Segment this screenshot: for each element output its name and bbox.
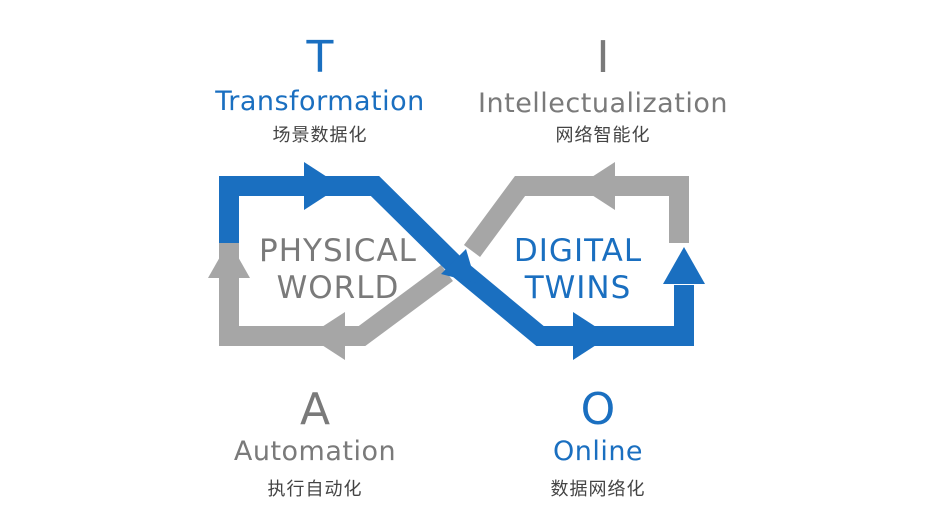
word-online: Online [552,436,644,467]
physical-world-line2: WORLD [276,270,400,306]
gray-loop-left [219,243,453,346]
quadrant-intellectualization: I Intellectualization 网络智能化 [468,33,738,149]
cn-transformation: 场景数据化 [272,125,368,146]
letter-t: T [306,32,334,83]
letter-i: I [596,32,610,83]
gray-arrow-left-top-icon [578,162,615,210]
digital-twins-line1: DIGITAL [513,233,643,269]
digital-twins-label: DIGITAL TWINS [478,233,678,307]
cn-intellectualization: 网络智能化 [555,125,651,146]
cn-online: 数据网络化 [550,479,646,500]
digital-twins-line2: TWINS [524,270,632,306]
blue-arrow-up-right-icon [663,247,705,284]
gray-arrow-left-bottom-icon [308,312,345,360]
blue-loop-right [451,260,694,346]
blue-loop-left [219,176,466,276]
physical-world-label: PHYSICAL WORLD [238,233,438,307]
quadrant-online: O Online 数据网络化 [498,385,698,503]
word-automation: Automation [233,436,397,467]
blue-arrow-down-right-center-icon [441,249,476,283]
blue-arrow-right-top-icon [304,162,341,210]
physical-world-line1: PHYSICAL [259,233,417,269]
gray-arrow-up-left-icon [208,241,250,278]
blue-arrow-right-bottom-icon [573,312,610,360]
quadrant-transformation: T Transformation 场景数据化 [200,33,440,149]
cn-automation: 执行自动化 [267,479,363,500]
word-transformation: Transformation [215,86,425,117]
letter-a: A [299,384,331,435]
word-intellectualization: Intellectualization [478,88,728,119]
quadrant-automation: A Automation 执行自动化 [200,385,430,503]
letter-o: O [580,384,616,435]
